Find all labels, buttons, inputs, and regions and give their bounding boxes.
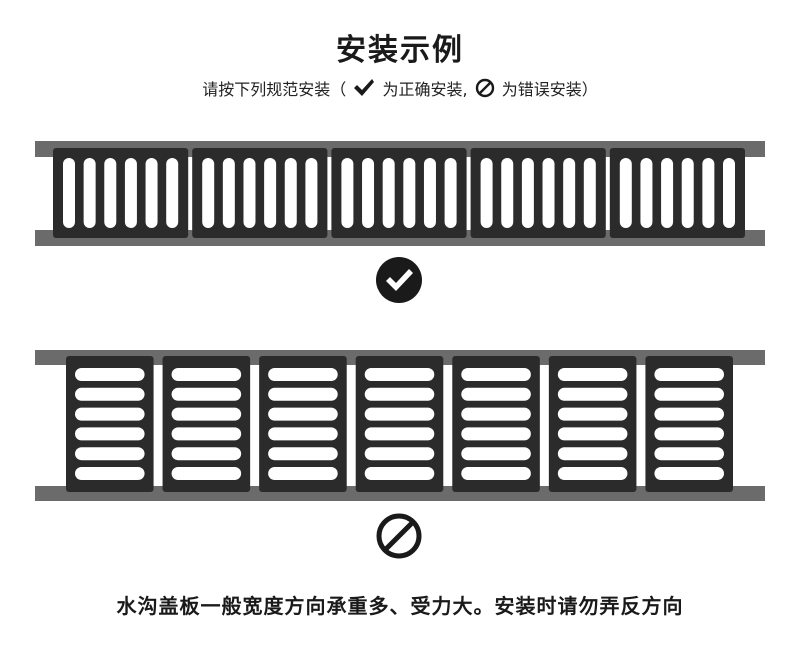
grate-slot — [75, 427, 145, 441]
grate-slot — [364, 407, 435, 421]
grate-slot — [461, 407, 531, 421]
grate-slot — [104, 158, 117, 228]
grate-slot — [171, 368, 242, 381]
grate-slot — [305, 158, 318, 228]
grate-slot — [268, 467, 338, 480]
installation-note: 水沟盖板一般宽度方向承重多、受力大。安装时请勿弄反方向 — [116, 594, 684, 618]
grate-slot — [222, 158, 235, 228]
prohibited-icon — [475, 78, 495, 102]
grate-slot — [681, 158, 694, 228]
grate-slot — [268, 447, 338, 461]
grate-slot — [461, 368, 531, 381]
grate-slot — [557, 447, 628, 461]
grate-slot — [171, 407, 242, 421]
grate-slot — [171, 447, 242, 461]
page-title: 安装示例 — [336, 33, 464, 68]
grate-slot — [583, 158, 596, 228]
grate-slot — [461, 387, 531, 401]
grate-slot — [83, 158, 96, 228]
grate-slot — [268, 427, 338, 441]
grate-slot — [521, 158, 534, 228]
grate-slot — [124, 158, 137, 228]
instruction-correct-label: 为正确安装, — [382, 80, 468, 99]
instruction-lead: 请按下列规范安装（ — [202, 80, 347, 99]
grate-slot — [284, 158, 297, 228]
grate-slot — [461, 467, 531, 480]
grate-slot — [461, 427, 531, 441]
grate-slot — [654, 447, 724, 461]
grate-slot — [557, 427, 628, 441]
grate-slot — [723, 158, 735, 228]
wrong-mark — [375, 512, 423, 560]
grate-slot — [557, 387, 628, 401]
grate-slot — [654, 427, 724, 441]
grate-slot — [364, 368, 435, 381]
grate-slot — [171, 467, 242, 480]
grate-slot — [557, 368, 628, 381]
grate-slot — [75, 387, 145, 401]
grate-slot — [75, 368, 145, 381]
correct-installation-diagram — [0, 136, 800, 248]
grate-slot — [542, 158, 555, 228]
correct-mark — [375, 256, 423, 304]
grate-slot — [75, 447, 145, 461]
grate-slot — [661, 158, 674, 228]
wrong-installation-diagram — [0, 346, 800, 502]
grate-slot — [75, 407, 145, 421]
grate-slot — [654, 407, 724, 421]
grate-slot — [423, 158, 436, 228]
check-icon — [376, 257, 422, 303]
grate-slot — [268, 368, 338, 381]
install-instruction: 请按下列规范安装（ 为正确安装, 为错误安装） — [0, 76, 800, 102]
grate-slot — [268, 407, 338, 421]
grate-slot — [341, 158, 354, 228]
grate-slot — [75, 467, 145, 480]
grate-slot — [264, 158, 277, 228]
wrong-grate-row — [35, 350, 765, 501]
grate-slot — [268, 387, 338, 401]
correct-grate-row — [35, 141, 765, 246]
grate-slot — [480, 158, 493, 228]
grate-slot — [243, 158, 256, 228]
grate-slot — [403, 158, 416, 228]
grate-slot — [563, 158, 576, 228]
grate-slot — [63, 158, 75, 228]
prohibited-icon — [376, 513, 422, 559]
grate-slot — [444, 158, 457, 228]
grate-slot — [654, 368, 724, 381]
grate-slot — [619, 158, 632, 228]
grate-slot — [166, 158, 179, 228]
grate-slot — [501, 158, 514, 228]
grate-slot — [202, 158, 215, 228]
grate-slot — [654, 387, 724, 401]
grate-slot — [557, 407, 628, 421]
grate-slot — [654, 467, 724, 480]
grate-slot — [145, 158, 158, 228]
grate-slot — [640, 158, 653, 228]
grate-slot — [557, 467, 628, 480]
check-icon — [353, 78, 375, 102]
grate-slot — [171, 387, 242, 401]
grate-slot — [382, 158, 395, 228]
instruction-wrong-label: 为错误安装） — [501, 80, 598, 99]
grate-slot — [461, 447, 531, 461]
grate-slot — [364, 387, 435, 401]
grate-slot — [364, 427, 435, 441]
grate-slot — [364, 447, 435, 461]
grate-slot — [702, 158, 715, 228]
grate-slot — [364, 467, 435, 480]
grate-slot — [362, 158, 375, 228]
grate-slot — [171, 427, 242, 441]
